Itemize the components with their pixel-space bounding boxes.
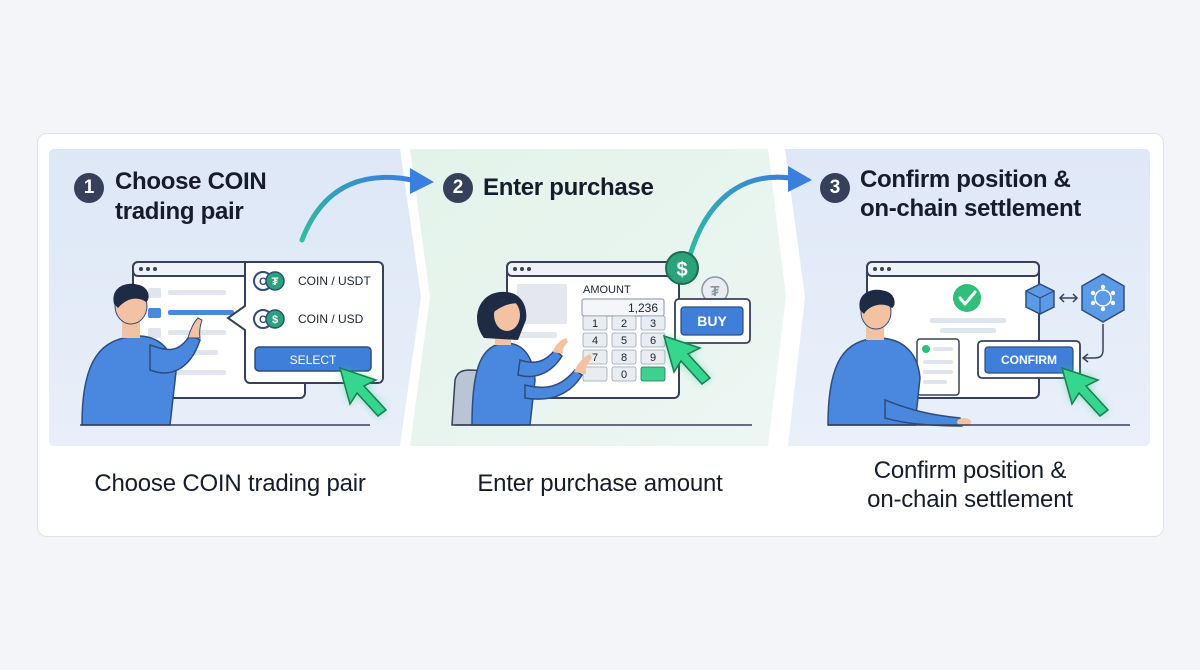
dollar-icon — [265, 309, 285, 329]
svg-text:C: C — [259, 276, 267, 288]
step-1-caption: Choose COIN trading pair — [94, 470, 366, 497]
svg-text:₮: ₮ — [272, 276, 279, 288]
keypad-key[interactable]: 2 — [611, 315, 637, 331]
pair-option-usdt-label: COIN / USDT — [298, 274, 371, 288]
keypad-key-label: 6 — [650, 335, 656, 347]
step-2-title: Enter purchase — [483, 174, 654, 201]
pair-option-usd[interactable]: C $ COIN / USD — [253, 309, 364, 329]
buy-button-label: BUY — [697, 313, 727, 329]
step-2-caption: Enter purchase amount — [477, 470, 723, 497]
keypad-key-label: 7 — [592, 352, 598, 364]
tether-icon — [265, 271, 285, 291]
keypad-key[interactable]: 4 — [582, 332, 608, 348]
step-3-caption: Confirm position & on-chain settlement — [867, 457, 1073, 513]
keypad-key[interactable]: 0 — [611, 366, 637, 382]
keypad-key[interactable]: 1 — [582, 315, 608, 331]
amount-value: 1,236 — [628, 301, 658, 315]
step-1-title: Choose COIN trading pair — [115, 168, 267, 225]
select-button-label: SELECT — [290, 353, 337, 367]
keypad-key-label: 5 — [621, 335, 627, 347]
select-button[interactable]: SELECT — [254, 346, 372, 372]
buy-button[interactable]: BUY — [674, 298, 751, 344]
keypad-key-label: 1 — [592, 318, 598, 330]
keypad-key-label: 2 — [621, 318, 627, 330]
amount-input[interactable]: 1,236 — [581, 298, 665, 317]
keypad-key-label: 4 — [592, 335, 598, 347]
keypad-key[interactable]: 3 — [640, 315, 666, 331]
keypad-key[interactable]: 9 — [640, 349, 666, 365]
step-3-title: Confirm position & on-chain settlement — [860, 166, 1081, 222]
confirm-button[interactable]: CONFIRM — [977, 340, 1081, 379]
keypad-key-label: 8 — [621, 352, 627, 364]
pair-option-usdt[interactable]: C ₮ COIN / USDT — [253, 271, 371, 291]
svg-text:$: $ — [272, 314, 278, 326]
keypad-key[interactable]: 5 — [611, 332, 637, 348]
step-2-number-badge: 2 — [443, 173, 473, 203]
keypad-key[interactable]: 6 — [640, 332, 666, 348]
keypad-key-label: 3 — [650, 318, 656, 330]
step-3-number-badge: 3 — [820, 173, 850, 203]
keypad-key-label: 9 — [650, 352, 656, 364]
pair-option-usd-label: COIN / USD — [298, 312, 364, 326]
svg-text:C: C — [259, 314, 267, 326]
keypad-key[interactable]: 8 — [611, 349, 637, 365]
keypad-key-label: 0 — [621, 369, 627, 381]
step-1-number-badge: 1 — [74, 173, 104, 203]
confirm-button-label: CONFIRM — [1001, 353, 1057, 367]
keypad-key[interactable]: 7 — [582, 349, 608, 365]
